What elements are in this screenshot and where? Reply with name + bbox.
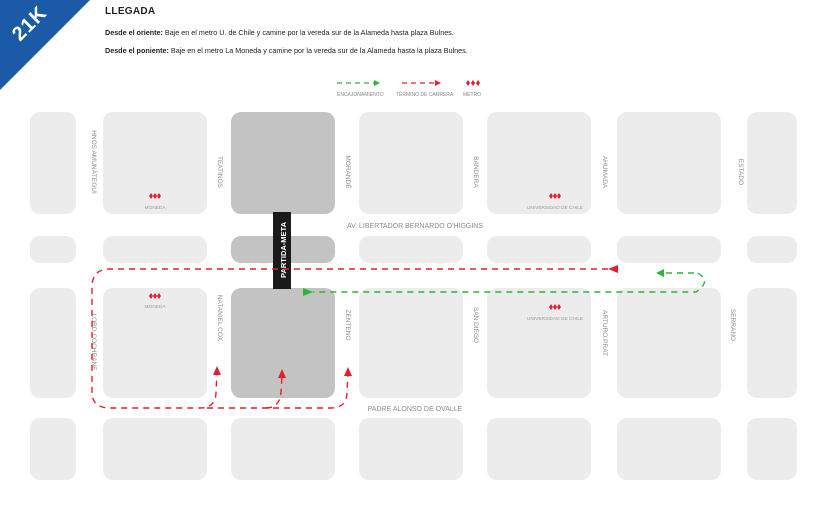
block (359, 418, 463, 480)
street-label: HNOS AMUNÁTEGUI (90, 130, 99, 194)
street-label: ZENTENO (344, 309, 351, 340)
legend-finish-label: TÉRMINO DE CARRERA (396, 92, 454, 98)
block-plaza-bulnes-south (231, 288, 335, 398)
block (359, 112, 463, 214)
median (747, 236, 797, 263)
legend-corral-arrow (374, 80, 380, 86)
station-label: UNIVERSIDAD DE CHILE (527, 316, 583, 322)
median (359, 236, 463, 263)
corral-arrow (303, 288, 313, 296)
start-finish-banner (273, 212, 291, 289)
block (747, 112, 797, 214)
distance-badge (0, 0, 90, 90)
finish-arrow (608, 265, 618, 273)
street-label: SAN DIEGO (472, 307, 479, 343)
directions-west-label: Desde el poniente: (105, 46, 169, 55)
directions-east-text: Baje en el metro U. de Chile y camine po… (162, 28, 454, 37)
median (487, 236, 591, 263)
finish-arrow (344, 367, 352, 376)
legend-finish-arrow (435, 80, 441, 86)
street-label: SERRANO (729, 309, 736, 341)
median (30, 236, 76, 263)
street-label: ARTURO PRAT (601, 310, 608, 356)
station-label: UNIVERSIDAD DE CHILE (527, 205, 583, 211)
block (487, 112, 591, 214)
metro-icon (549, 193, 561, 199)
block (617, 112, 721, 214)
legend-corral-label: ENCAJONAMIENTO (337, 92, 384, 98)
street-label: BANDERA (472, 156, 479, 188)
directions-west: Desde el poniente: Baje en el metro La M… (105, 46, 505, 56)
block (231, 418, 335, 480)
street-label: MORANDÉ (344, 155, 353, 189)
street-label: LORD COCHRANE (90, 313, 97, 371)
directions-east-label: Desde el oriente: (105, 28, 163, 37)
block (487, 288, 591, 398)
block (103, 112, 207, 214)
block (103, 288, 207, 398)
metro-icon (549, 304, 561, 310)
directions-east: Desde el oriente: Baje en el metro U. de… (105, 28, 505, 38)
block (747, 418, 797, 480)
block-plaza-bulnes-north (231, 112, 335, 214)
start-finish-label: PARTIDA-META (279, 221, 288, 278)
street-label: TEATINOS (216, 156, 223, 189)
block (30, 418, 76, 480)
legend-metro-icon (466, 80, 480, 86)
metro-icon (149, 193, 161, 199)
finish-route (91, 268, 608, 409)
section-title: LLEGADA (105, 6, 156, 17)
street-label: ESTADO (737, 159, 744, 185)
directions-west-text: Baje en el metro La Moneda y camine por … (168, 46, 468, 55)
street-label: AHUMADA (601, 156, 608, 189)
median (617, 236, 721, 263)
legend-metro-label: METRO (463, 92, 482, 98)
block (617, 288, 721, 398)
street-label: NATANIEL COX (216, 295, 223, 342)
block (103, 418, 207, 480)
block (617, 418, 721, 480)
station-label: MONEDA (144, 205, 166, 211)
station-label: MONEDA (144, 304, 166, 310)
metro-icon (149, 293, 161, 299)
block (30, 288, 76, 398)
corral-arrow (656, 269, 664, 277)
block (487, 418, 591, 480)
block (747, 288, 797, 398)
city-blocks (30, 112, 797, 480)
legend (337, 80, 480, 86)
finish-arrow (278, 369, 286, 378)
corral-route (313, 272, 706, 293)
street-label-padre: PADRE ALONSO DE OVALLE (368, 406, 463, 413)
street-label-alameda: AV. LIBERTADOR BERNARDO O'HIGGINS (347, 223, 483, 230)
finish-arrow (213, 366, 221, 375)
block (359, 288, 463, 398)
median (103, 236, 207, 263)
block (30, 112, 76, 214)
